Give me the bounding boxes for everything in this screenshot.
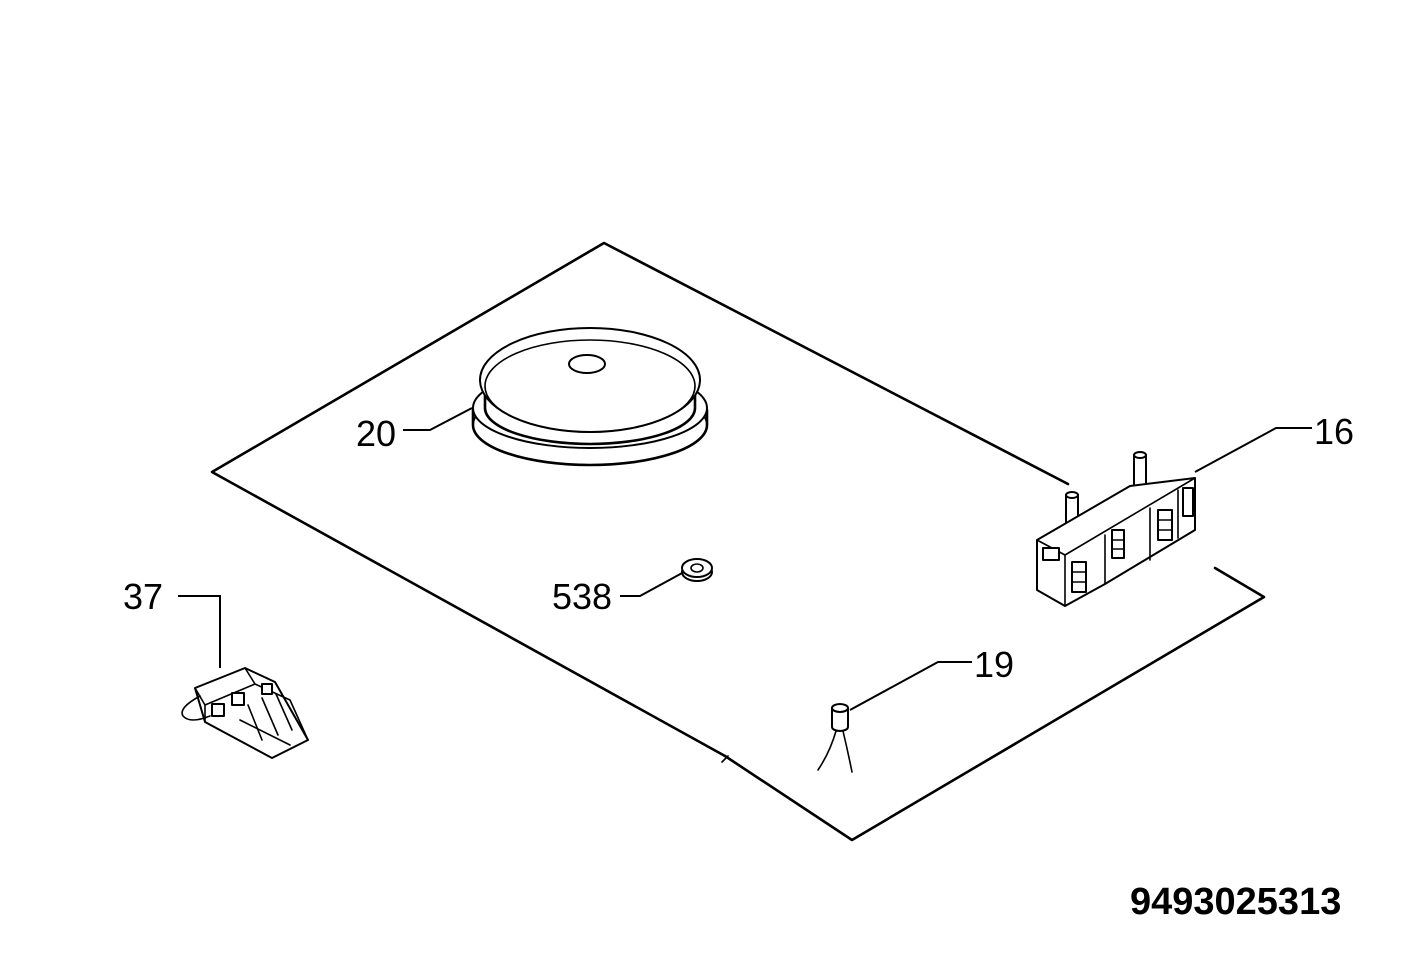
callout-538: 538 <box>552 576 612 617</box>
hob-plate <box>210 241 1266 842</box>
leader-37 <box>178 595 221 668</box>
terminal-block-part <box>181 667 309 759</box>
leader-16 <box>1194 427 1312 473</box>
callout-37: 37 <box>123 576 163 617</box>
nut-part <box>681 558 713 582</box>
sensor-part <box>817 703 853 773</box>
leader-538 <box>620 571 685 597</box>
leader-lines <box>178 407 1312 711</box>
document-number: 9493025313 <box>1130 881 1341 923</box>
leader-19 <box>849 661 972 711</box>
hotplate-part <box>471 327 709 467</box>
switch-part <box>1036 451 1196 607</box>
callout-16: 16 <box>1314 411 1354 452</box>
callout-19: 19 <box>974 644 1014 685</box>
leader-20 <box>403 407 473 431</box>
callout-20: 20 <box>356 413 396 454</box>
